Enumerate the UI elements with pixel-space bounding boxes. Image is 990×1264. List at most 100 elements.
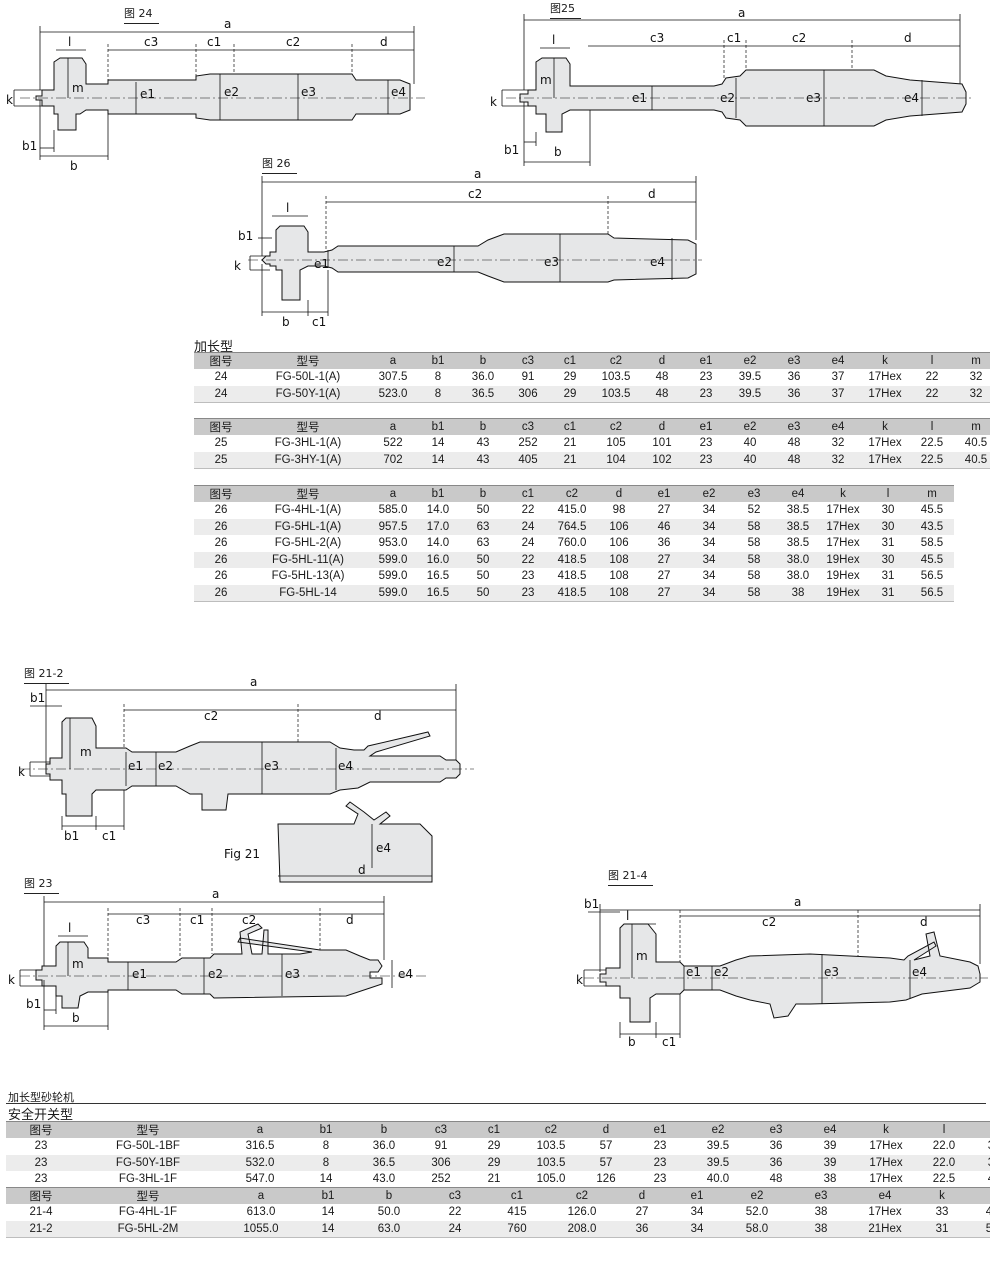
dim-b1: b1 [30, 691, 45, 705]
column-header: c3 [416, 1121, 466, 1138]
table-cell: 17Hex [856, 1154, 916, 1171]
dim-m: m [80, 745, 92, 759]
dim-c3: c3 [136, 913, 150, 927]
column-header: 型号 [248, 485, 368, 502]
table-cell: 24 [424, 1220, 486, 1238]
table-cell: 8 [418, 385, 458, 403]
table-cell: 34 [690, 1206, 704, 1219]
table-cell: 14.0 [426, 537, 450, 550]
column-header: e1 [684, 418, 728, 435]
column-header: e2 [686, 485, 732, 502]
dim-e4: e4 [398, 967, 413, 981]
table-cell: 37 [831, 371, 845, 384]
dim-b: b [282, 315, 290, 329]
column-header: c2 [592, 418, 640, 435]
column-header: k [856, 1121, 916, 1138]
column-header: a [368, 485, 418, 502]
column-header: l [910, 352, 954, 369]
table-cell: 23 [34, 1140, 48, 1153]
figure-26-drawing: a l c2 d b1 k e1 e2 e3 e4 b c1 [228, 160, 708, 330]
column-header: 图号 [6, 1121, 76, 1138]
dim-e4: e4 [338, 759, 353, 773]
column-header: e1 [668, 1187, 726, 1204]
table-cell: 306 [416, 1154, 466, 1171]
table-cell: 21-2 [6, 1220, 76, 1238]
table-cell: 126 [580, 1171, 632, 1188]
dim-e1: e1 [632, 91, 647, 105]
column-header: e1 [632, 1121, 688, 1138]
dim-m: m [540, 73, 552, 87]
table-cell: 103.5 [536, 1140, 566, 1153]
dim-e2: e2 [437, 255, 452, 269]
dim-c1: c1 [312, 315, 326, 329]
table-cell: 22.0 [932, 1140, 956, 1153]
table-cell: 19Hex [826, 570, 860, 583]
column-header: d [616, 1187, 668, 1204]
dim-c2: c2 [762, 915, 776, 929]
table-cell: 103.5 [601, 371, 631, 384]
dim-l: l [68, 921, 71, 935]
table-cell: 34 [702, 570, 716, 583]
table-cell: 43 [458, 451, 508, 469]
table-cell: 45.5 [920, 504, 944, 517]
table-cell: 415.0 [557, 504, 587, 517]
dim-b: b [628, 1035, 636, 1049]
table-cell: FG-3HL-1(A) [274, 437, 342, 450]
dim-b: b [70, 159, 78, 173]
table-cell: 23 [699, 437, 713, 450]
table-cell: 22 [910, 385, 954, 403]
table-cell: 26 [214, 537, 228, 550]
table-cell: 58 [747, 570, 761, 583]
table-cell: 8 [434, 371, 442, 384]
table-cell: 415 [507, 1206, 527, 1219]
table-cell: 23 [632, 1171, 688, 1188]
table-cell: 106 [596, 518, 642, 535]
dim-k: k [234, 259, 241, 273]
dim-e4: e4 [904, 91, 919, 105]
table-cell: 108 [609, 570, 629, 583]
table-cell: 24 [508, 518, 548, 535]
table-cell: 43 [476, 437, 490, 450]
dim-l: l [552, 33, 555, 47]
table-cell: 32 [954, 385, 990, 403]
table-cell: 23 [684, 385, 728, 403]
dim-d: d [358, 863, 366, 877]
table-cell: 17Hex [856, 1171, 916, 1188]
table-cell: 22 [508, 551, 548, 568]
column-header: l [968, 1187, 990, 1204]
column-header: k [860, 352, 910, 369]
figure-21-2-drawing: a b1 c2 d m k e1 e2 e3 e4 b1 c1 [0, 670, 480, 850]
table-cell: 40.5 [964, 437, 988, 450]
column-header: k [860, 418, 910, 435]
dim-b1: b1 [584, 897, 599, 911]
table-cell: FG-4HL-1F [118, 1206, 178, 1219]
column-header: m [954, 418, 990, 435]
table-cell: 63.0 [354, 1220, 424, 1238]
table-cell: 36 [748, 1154, 804, 1171]
dim-c3: c3 [144, 35, 158, 49]
table-cell: 45.5 [910, 551, 954, 568]
table-cell: 25 [214, 437, 228, 450]
table-cell: 36.0 [372, 1140, 396, 1153]
table-cell: 252 [518, 437, 538, 450]
dim-b1: b1 [238, 229, 253, 243]
table-cell: 31 [916, 1220, 968, 1238]
table-cell: 24 [214, 371, 228, 384]
figure-25-drawing: a l c3 c1 c2 d m k e1 e2 e3 e4 b1 b [490, 0, 980, 175]
column-header: m [972, 1121, 990, 1138]
table-cell: 46 [642, 518, 686, 535]
dim-b1: b1 [26, 997, 41, 1011]
table-cell: 52 [747, 504, 761, 517]
column-header: e1 [684, 352, 728, 369]
table-cell: 32.0 [972, 1138, 990, 1155]
dim-m: m [72, 957, 84, 971]
table-cell: 50 [458, 584, 508, 602]
